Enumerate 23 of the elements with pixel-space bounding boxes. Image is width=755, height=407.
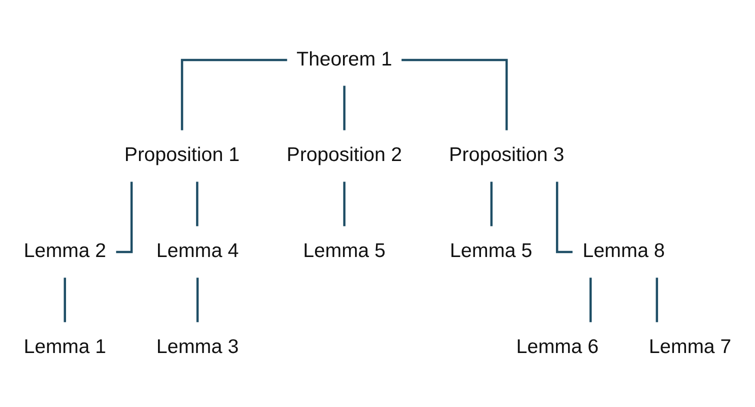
node-text: Proposition 1 [124,144,240,166]
connector [402,58,508,130]
connector [196,181,198,226]
connector [490,181,493,226]
node-text: Lemma 2 [24,240,106,262]
node-text: Lemma 6 [516,336,599,358]
node-text: Lemma 5 [450,240,532,262]
connector [64,277,66,322]
node-text: Proposition 2 [286,144,402,166]
connector [656,277,658,322]
connector [343,85,346,130]
connector [180,58,288,130]
node-text: Lemma 5 [303,240,386,262]
node-text: Lemma 1 [24,336,106,358]
node-text: Lemma 4 [156,240,239,262]
node-text: Proposition 3 [448,144,564,166]
node-text: Lemma 8 [582,240,665,262]
connector [589,277,592,322]
connector [343,181,346,226]
node-text: Lemma 7 [648,336,732,358]
node-text: Lemma 3 [156,336,239,358]
node-text: Theorem 1 [296,48,392,70]
connector [196,277,199,322]
